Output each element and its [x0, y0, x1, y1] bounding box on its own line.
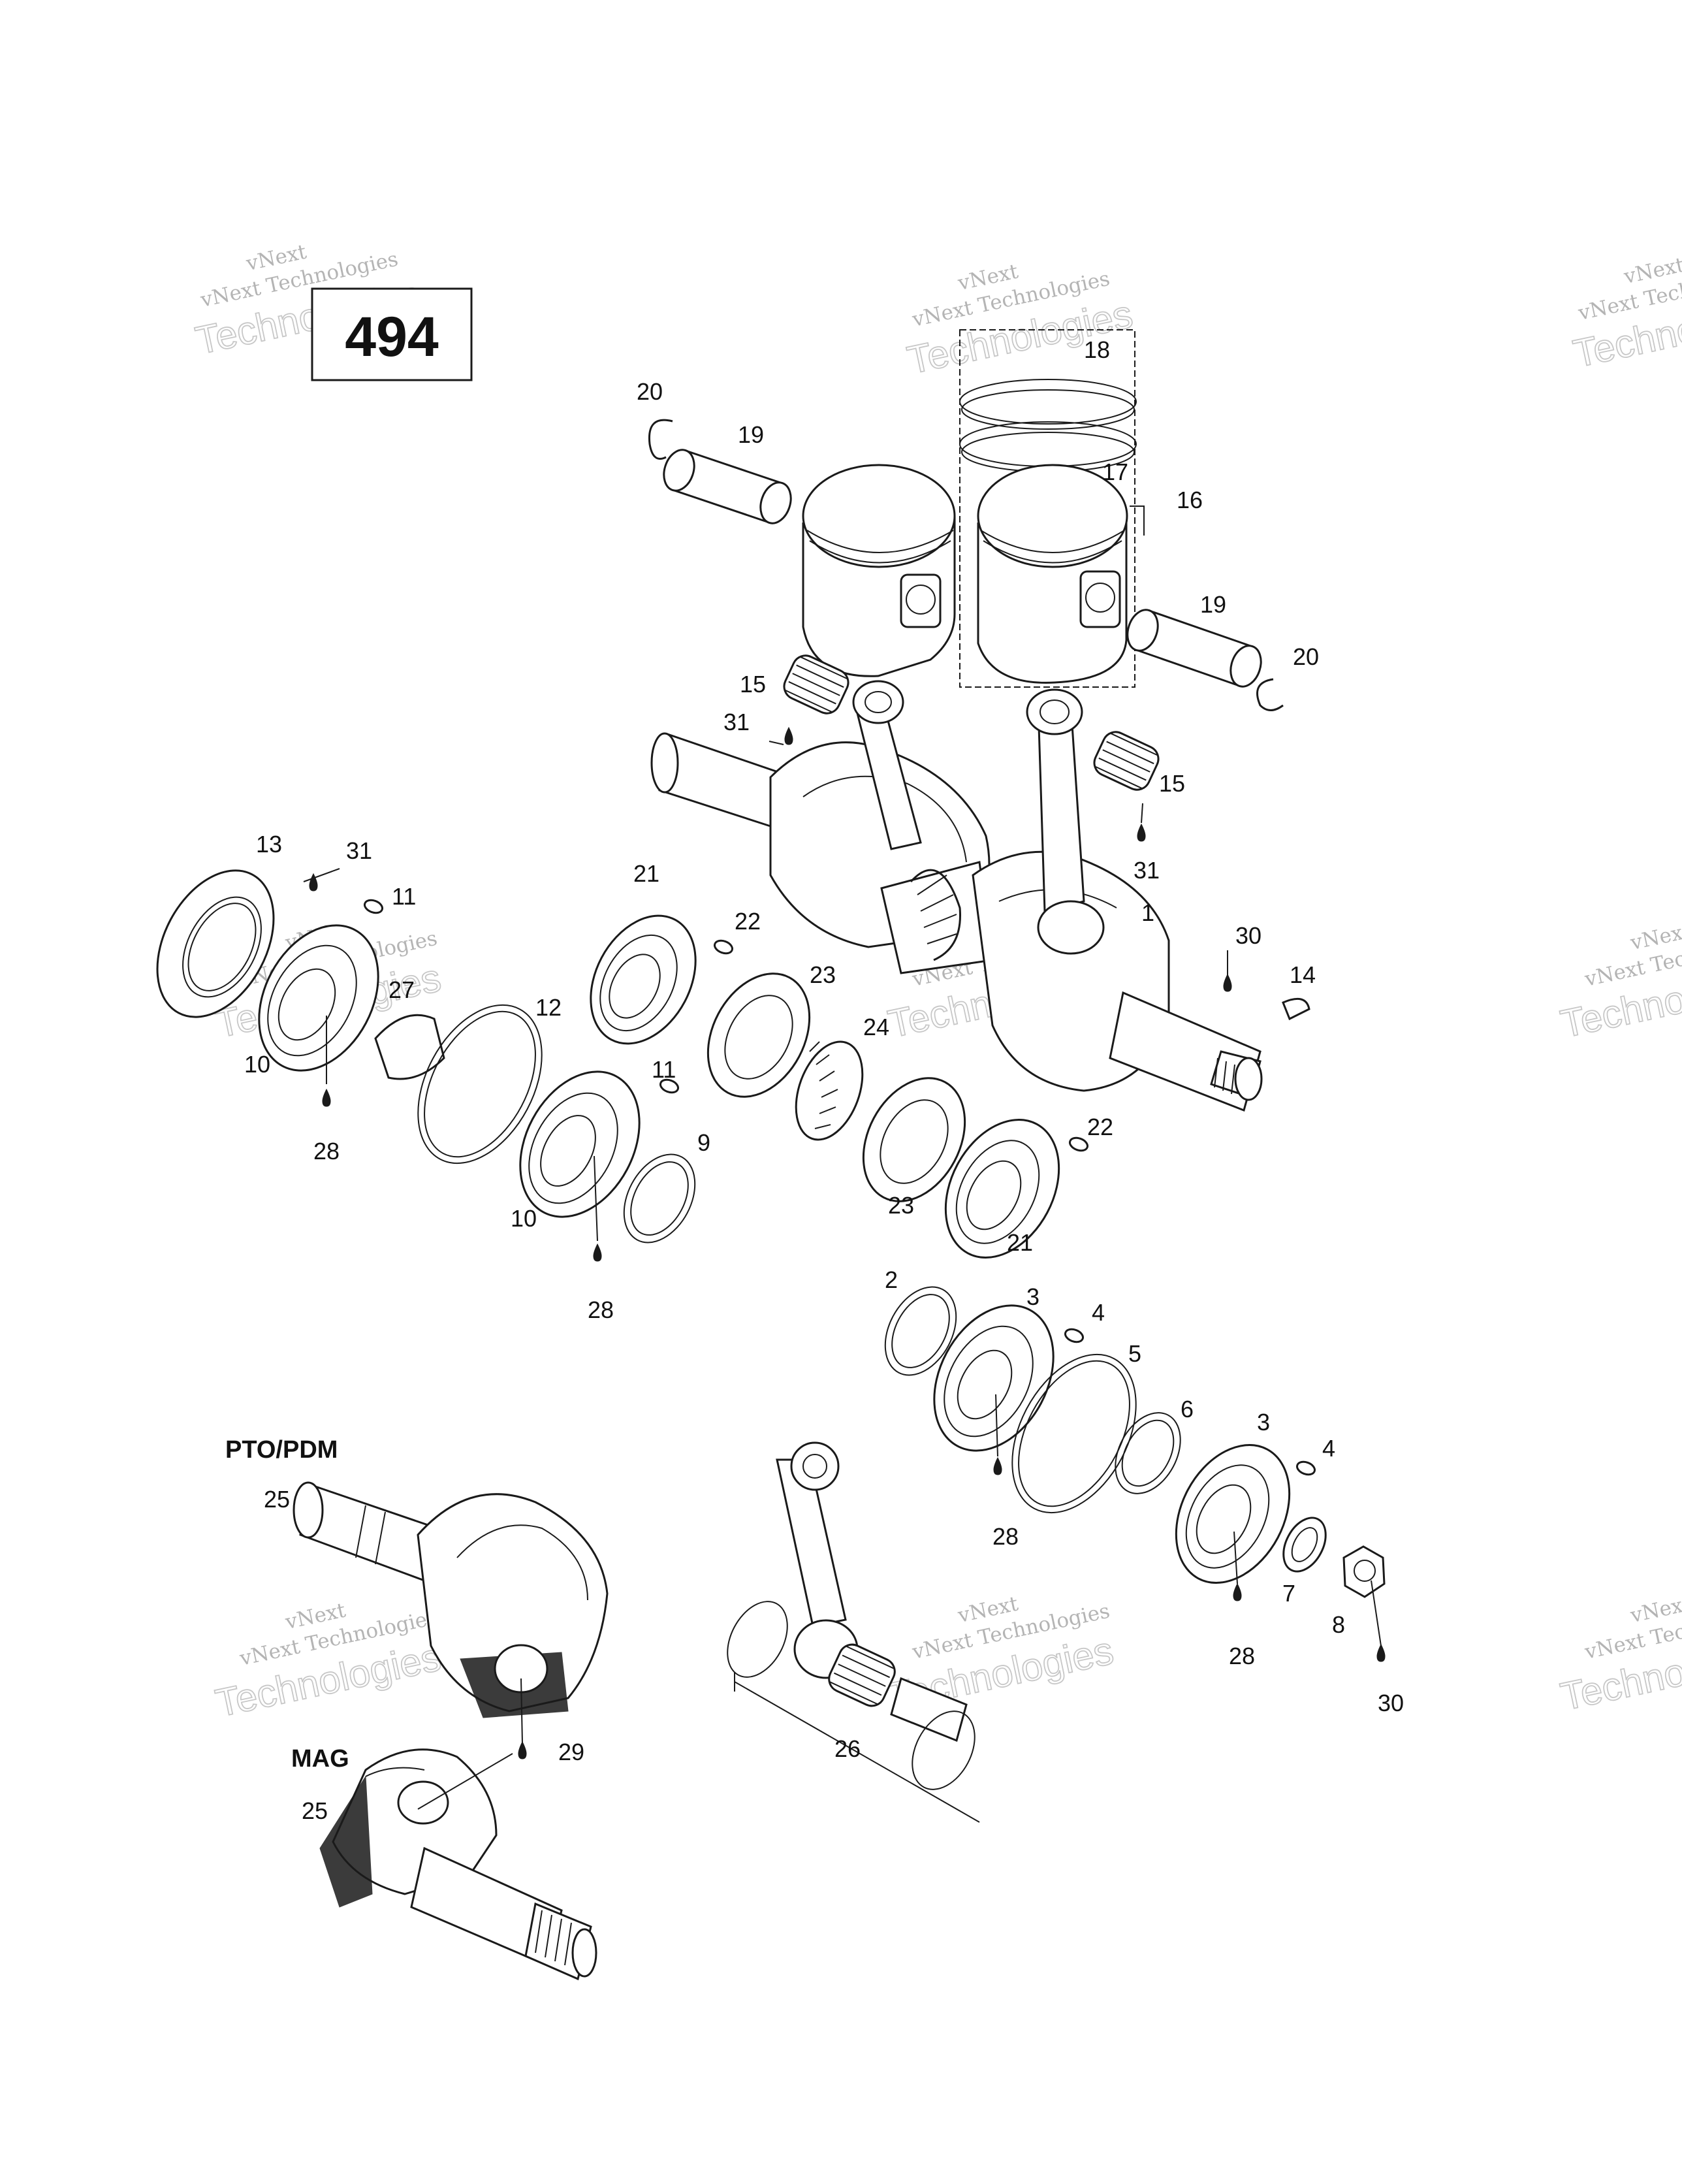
piston-assembly — [648, 329, 1284, 711]
oil-drops — [309, 726, 1386, 1759]
part-label: 29 — [558, 1739, 584, 1765]
part-label: 3 — [1257, 1409, 1270, 1436]
part-label: 23 — [810, 961, 836, 988]
part-label: 31 — [723, 709, 750, 735]
part-label: 21 — [633, 860, 659, 887]
watermarks: vNext vNext Technologies Technologies vN… — [191, 240, 1682, 1726]
oil-drop-icon — [1376, 1643, 1386, 1662]
part-label: 27 — [389, 976, 415, 1003]
part-label: 20 — [637, 378, 663, 405]
part-label: 21 — [1007, 1229, 1033, 1256]
part-label: 19 — [1200, 591, 1226, 618]
part-label: 12 — [535, 994, 562, 1021]
part-label: 11 — [652, 1056, 676, 1083]
part-label: 8 — [1332, 1611, 1345, 1638]
mag-crank-half — [319, 1748, 597, 1981]
left-side-parts — [156, 869, 1310, 1259]
part-label: 14 — [1290, 961, 1316, 988]
oil-drop-icon — [593, 1243, 602, 1262]
right-lower-parts — [884, 1286, 1386, 1598]
part-label: 1 — [1141, 899, 1154, 926]
part-label: 25 — [264, 1486, 290, 1513]
part-label: 23 — [888, 1192, 914, 1219]
part-label: 30 — [1235, 922, 1262, 949]
part-label: 10 — [511, 1205, 537, 1232]
part-label: 24 — [863, 1014, 889, 1040]
pto-crank-half — [293, 1481, 609, 1718]
part-label: 31 — [346, 837, 372, 864]
part-label: 22 — [1087, 1114, 1113, 1140]
oil-drop-icon — [1223, 973, 1232, 992]
part-label: 16 — [1177, 487, 1203, 513]
part-label: 7 — [1282, 1580, 1295, 1607]
part-label: 13 — [256, 831, 282, 858]
section-label-mag: MAG — [291, 1745, 349, 1773]
oil-drop-icon — [993, 1456, 1002, 1475]
part-label: 26 — [834, 1735, 861, 1762]
part-label: 28 — [313, 1138, 340, 1164]
part-label: 17 — [1102, 458, 1128, 485]
part-label: 25 — [302, 1797, 328, 1824]
part-label: 30 — [1378, 1690, 1404, 1716]
oil-drop-icon — [518, 1741, 527, 1759]
oil-drop-icon — [322, 1088, 331, 1107]
leader-lines — [303, 506, 1382, 1810]
part-labels: 20 19 18 17 16 19 20 15 31 15 31 13 31 1… — [244, 336, 1404, 1824]
part-label: 4 — [1092, 1299, 1105, 1326]
part-label: 31 — [1134, 857, 1160, 884]
part-label: 3 — [1026, 1283, 1039, 1310]
section-label-pto: PTO/PDM — [225, 1436, 338, 1464]
part-label: 22 — [735, 908, 761, 935]
part-label: 15 — [1159, 770, 1185, 797]
part-label: 20 — [1293, 643, 1319, 670]
part-label: 5 — [1128, 1340, 1141, 1367]
part-label: 15 — [740, 671, 766, 698]
part-label: 2 — [885, 1266, 898, 1293]
oil-drop-icon — [309, 873, 318, 891]
crankshaft-assembly — [650, 680, 1263, 1112]
needle-bearings — [783, 654, 1160, 791]
diagram-code: 494 — [345, 306, 439, 368]
oil-drop-icon — [1137, 823, 1146, 842]
part-label: 10 — [244, 1051, 270, 1078]
oil-drop-icon — [784, 726, 793, 745]
diagram-code-box: 494 — [311, 287, 473, 381]
part-label: 4 — [1322, 1435, 1335, 1462]
part-label: 19 — [738, 421, 764, 448]
part-label: 11 — [392, 883, 416, 910]
conrod-kit — [727, 1441, 980, 1823]
part-label: 6 — [1181, 1396, 1194, 1422]
part-label: 18 — [1084, 336, 1110, 363]
part-label: 9 — [697, 1129, 710, 1156]
part-label: 28 — [992, 1523, 1019, 1550]
part-label: 28 — [1229, 1643, 1255, 1669]
oil-drop-icon — [1233, 1582, 1242, 1601]
part-label: 28 — [588, 1296, 614, 1323]
